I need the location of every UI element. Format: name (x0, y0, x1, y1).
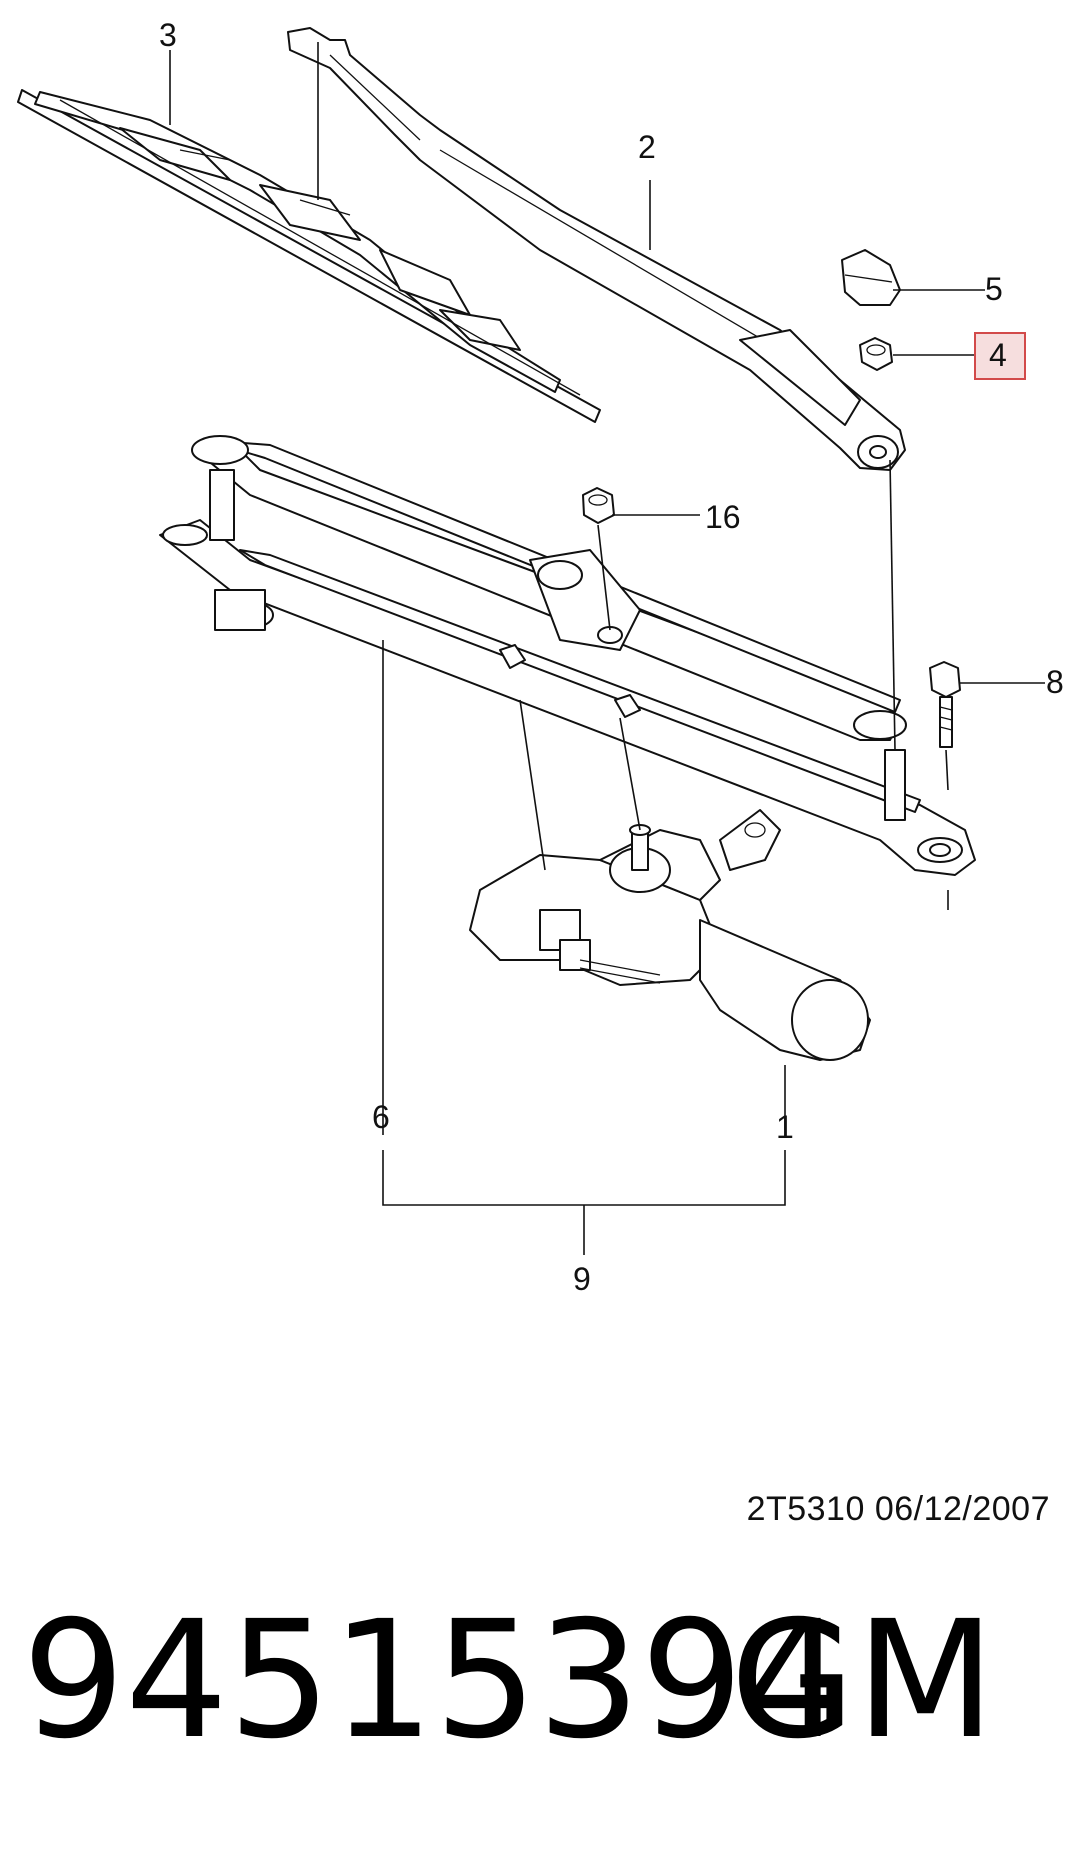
reference-code: 2T5310 06/12/2007 (746, 1490, 1050, 1528)
leader-lines (169, 42, 1045, 1255)
callout-8: 8 (1046, 664, 1064, 700)
nut (859, 337, 893, 371)
wiper-blade (17, 89, 601, 423)
brand-label: GM (730, 1587, 996, 1775)
wiper-motor (469, 809, 871, 1061)
callout-3: 3 (159, 17, 177, 53)
linkage-assembly (159, 435, 976, 876)
callout-9: 9 (573, 1261, 591, 1297)
callout-4: 4 (989, 337, 1007, 373)
wiper-arm (287, 27, 906, 471)
nut-16 (582, 487, 615, 524)
callout-1: 1 (776, 1109, 794, 1145)
parts-diagram: 3 2 5 4 16 8 6 1 9 (17, 17, 1064, 1297)
callout-2: 2 (638, 129, 656, 165)
callout-5: 5 (985, 271, 1003, 307)
highlight-box (974, 332, 1026, 380)
part-number: 94515394 (22, 1587, 847, 1775)
bolt (929, 661, 961, 748)
callout-6: 6 (372, 1099, 390, 1135)
cap (841, 249, 901, 306)
callout-16: 16 (705, 499, 741, 535)
